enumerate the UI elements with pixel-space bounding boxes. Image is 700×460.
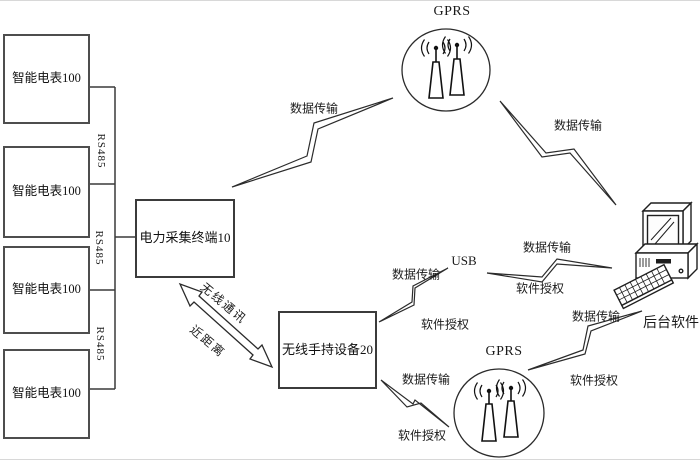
terminal-label: 电力采集终端10: [139, 230, 231, 246]
computer-icon: [613, 201, 699, 310]
meter-box-3: 智能电表100: [3, 246, 90, 334]
meter-box-1: 智能电表100: [3, 34, 90, 124]
meter-label: 智能电表100: [12, 184, 81, 199]
label-data-transfer-handheld-usb: 数据传输: [391, 267, 441, 282]
gprs-bottom-circle: [453, 368, 545, 458]
label-data-transfer-gprs2-backend: 数据传输: [571, 309, 621, 324]
label-software-auth-handheld-gprs2: 软件授权: [397, 428, 447, 443]
label-software-auth-usb-backend: 软件授权: [515, 281, 565, 296]
meter-label: 智能电表100: [12, 71, 81, 86]
gprs-top-station: [401, 28, 491, 112]
handheld-box: 无线手持设备20: [278, 311, 377, 389]
label-data-transfer-gprs-backend: 数据传输: [553, 118, 603, 133]
antenna-icon: [441, 36, 473, 96]
rs485-label-1: RS485: [95, 133, 107, 169]
meter-label: 智能电表100: [12, 282, 81, 297]
gprs-bottom-station: [453, 368, 545, 458]
meter-box-4: 智能电表100: [3, 349, 90, 439]
bolt-usb-to-backend: [486, 258, 613, 283]
bolt-gprs-to-backend: [499, 100, 617, 206]
label-data-transfer-terminal-gprs: 数据传输: [289, 101, 339, 116]
rs485-label-2: RS485: [93, 230, 105, 266]
bolt-handheld-to-usb: [378, 267, 449, 323]
label-data-transfer-handheld-gprs2: 数据传输: [401, 372, 451, 387]
bolt-terminal-to-gprs: [231, 97, 394, 188]
double-arrow-terminal-handheld: [178, 282, 274, 369]
meter-label: 智能电表100: [12, 386, 81, 401]
meter-box-2: 智能电表100: [3, 146, 90, 238]
keyboard-icon: [613, 263, 675, 310]
gprs-top-label: GPRS: [433, 4, 471, 19]
backend-software-label: 后台软件: [643, 316, 699, 331]
label-software-auth-gprs2-backend: 软件授权: [569, 373, 619, 388]
usb-label: USB: [451, 253, 477, 268]
antenna-icon: [495, 379, 527, 438]
bolt-handheld-to-gprs2: [380, 379, 450, 428]
gprs-top-circle: [401, 28, 491, 112]
label-software-auth-handheld-usb: 软件授权: [420, 317, 470, 332]
antenna-icon: [420, 39, 452, 99]
antenna-icon: [473, 382, 505, 442]
gprs-bottom-label: GPRS: [485, 344, 523, 359]
bolt-gprs2-to-backend: [527, 310, 643, 371]
label-data-transfer-usb-backend: 数据传输: [522, 240, 572, 255]
lightning-links: [231, 97, 643, 428]
terminal-box: 电力采集终端10: [135, 199, 235, 278]
rs485-bus-lines: [90, 86, 135, 390]
handheld-label: 无线手持设备20: [281, 341, 373, 357]
rs485-label-3: RS485: [94, 326, 106, 362]
